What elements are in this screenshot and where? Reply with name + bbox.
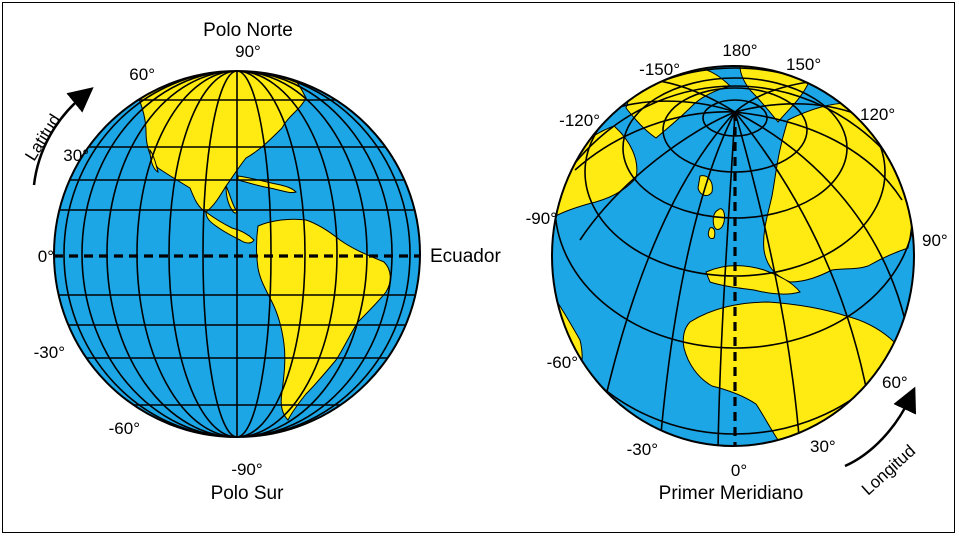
left-meridian-grid: [63, 71, 411, 437]
lat-label-minus60: -60°: [109, 419, 140, 438]
lon-label-minus60: -60°: [547, 353, 578, 372]
lon-label-180: 180°: [722, 41, 757, 60]
lon-label-0: 0°: [731, 461, 747, 480]
iceland: [707, 227, 716, 239]
left-globe: [53, 70, 421, 438]
lon-label-minus120: -120°: [559, 111, 600, 130]
lat-label-90: 90°: [235, 42, 261, 61]
lat-label-0: 0°: [38, 247, 54, 266]
lat-label-minus30: -30°: [34, 343, 65, 362]
lon-label-90: 90°: [922, 231, 948, 250]
right-globe-outline: [551, 65, 915, 447]
prime-meridian-label: Primer Meridiano: [659, 483, 804, 504]
longitude-arrow: [844, 386, 917, 468]
right-meridian-grid: [574, 78, 906, 446]
longitude-axis-title: Longitud: [858, 441, 919, 499]
left-labels: Polo Norte 90° 60° 30° 0° -30° -60° -90°…: [21, 20, 501, 504]
lon-label-minus90: -90°: [526, 209, 557, 228]
lat-label-60: 60°: [129, 65, 155, 84]
lon-label-30: 30°: [810, 437, 836, 456]
british-isles: [712, 208, 725, 230]
latitude-axis-title: Latitud: [21, 111, 64, 164]
lat-label-30: 30°: [63, 146, 89, 165]
north-pole-label: Polo Norte: [203, 20, 293, 41]
left-globe-outline: [53, 70, 421, 438]
florida-landmass: [225, 185, 237, 214]
lon-label-60: 60°: [882, 373, 908, 392]
south-pole-label: Polo Sur: [211, 483, 285, 504]
central-america-landmass: [205, 210, 255, 244]
mediterranean-landmass: [705, 265, 801, 295]
north-america-west-landmass: [552, 125, 638, 219]
lon-label-150: 150°: [786, 55, 821, 74]
latitude-arrow: [32, 87, 94, 186]
lon-label-minus150: -150°: [639, 60, 680, 79]
lon-label-minus30: -30°: [627, 440, 658, 459]
lon-label-120: 120°: [860, 105, 895, 124]
lat-label-minus90: -90°: [231, 460, 262, 479]
equator-label: Ecuador: [430, 246, 501, 267]
